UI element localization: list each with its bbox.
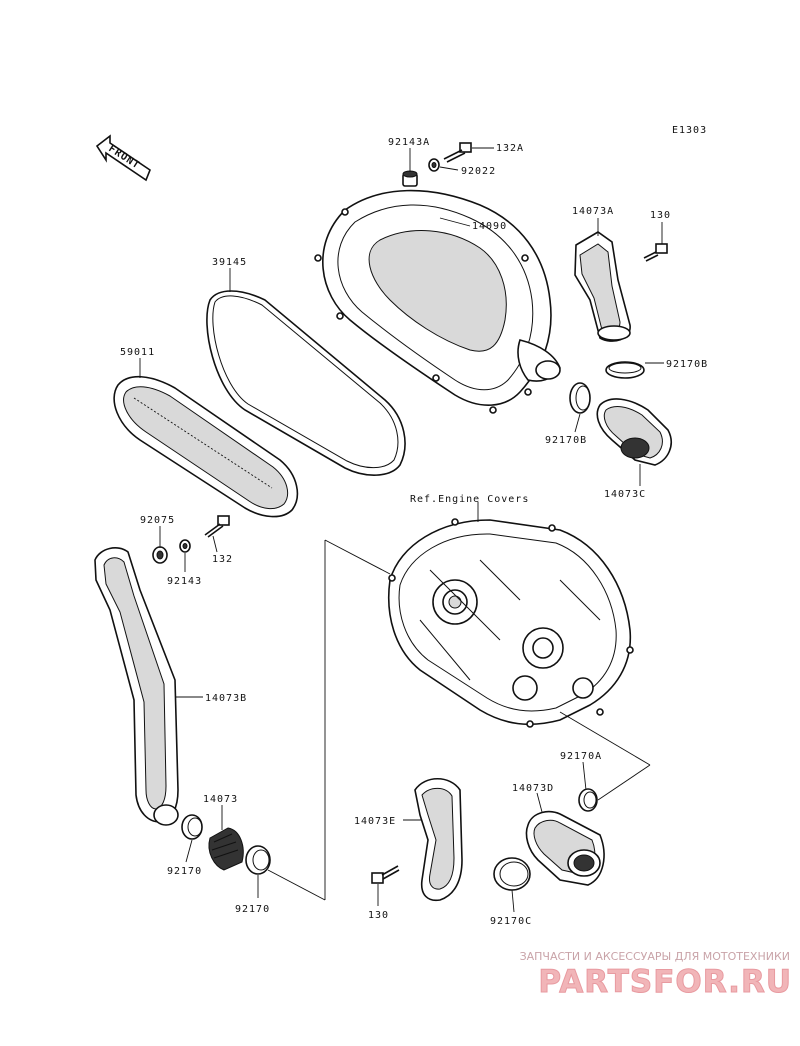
clamp-92170C bbox=[493, 857, 531, 891]
clamp-92170B-right bbox=[605, 361, 645, 379]
duct-14073B bbox=[94, 547, 179, 826]
label-14073A: 14073A bbox=[572, 206, 614, 217]
leader-lines bbox=[139, 147, 664, 913]
belt-59011 bbox=[113, 375, 299, 518]
duct-14073D bbox=[525, 810, 605, 886]
label-92170C: 92170C bbox=[490, 916, 532, 927]
label-14073: 14073 bbox=[203, 794, 238, 805]
label-14073B: 14073B bbox=[205, 693, 247, 704]
clamp-92170A bbox=[578, 788, 598, 812]
outer-cover-14090 bbox=[314, 189, 561, 414]
grommet-92075 bbox=[152, 546, 168, 564]
engine-cover-ref bbox=[387, 518, 634, 728]
label-14073E: 14073E bbox=[354, 816, 396, 827]
seal-39145 bbox=[206, 290, 406, 476]
label-14090: 14090 bbox=[472, 221, 507, 232]
label-92170-b: 92170 bbox=[235, 904, 270, 915]
label-92022: 92022 bbox=[461, 166, 496, 177]
clamp-92170-a bbox=[181, 814, 203, 840]
label-14073D: 14073D bbox=[512, 783, 554, 794]
clamp-92170B-left bbox=[569, 382, 591, 414]
diagram-code: E1303 bbox=[672, 125, 707, 136]
bolt-132A bbox=[443, 142, 472, 163]
label-92170B-left: 92170B bbox=[545, 435, 587, 446]
watermark-logo: PARTSFOR.RU bbox=[538, 964, 792, 1001]
sleeve-14073 bbox=[208, 827, 244, 871]
label-132A: 132A bbox=[496, 143, 524, 154]
label-130-bottom: 130 bbox=[368, 910, 389, 921]
label-92170-a: 92170 bbox=[167, 866, 202, 877]
callout-labels: 92143A 132A 92022 14090 14073A 130 39145… bbox=[120, 137, 708, 927]
spacer-92143A bbox=[402, 170, 418, 187]
label-92143: 92143 bbox=[167, 576, 202, 587]
bolt-130-top bbox=[643, 243, 668, 262]
label-39145: 39145 bbox=[212, 257, 247, 268]
washer-92143 bbox=[179, 539, 191, 553]
washer-92022 bbox=[428, 158, 440, 172]
label-92075: 92075 bbox=[140, 515, 175, 526]
watermark-caption: ЗАПЧАСТИ И АКСЕССУАРЫ ДЛЯ МОТОТЕХНИКИ bbox=[519, 950, 790, 963]
label-59011: 59011 bbox=[120, 347, 155, 358]
front-arrow-icon: FRONT bbox=[95, 134, 151, 182]
label-92170B-right: 92170B bbox=[666, 359, 708, 370]
label-92170A: 92170A bbox=[560, 751, 602, 762]
label-92143A: 92143A bbox=[388, 137, 430, 148]
label-ref-engine-covers: Ref.Engine Covers bbox=[410, 494, 529, 505]
duct-14073C bbox=[596, 398, 672, 466]
label-132: 132 bbox=[212, 554, 233, 565]
bolt-130-bottom bbox=[371, 865, 400, 884]
duct-14073A bbox=[574, 231, 631, 342]
duct-14073E bbox=[414, 777, 463, 902]
clamp-92170-b bbox=[245, 845, 271, 875]
label-130-top: 130 bbox=[650, 210, 671, 221]
bolt-132 bbox=[204, 515, 230, 538]
label-14073C: 14073C bbox=[604, 489, 646, 500]
